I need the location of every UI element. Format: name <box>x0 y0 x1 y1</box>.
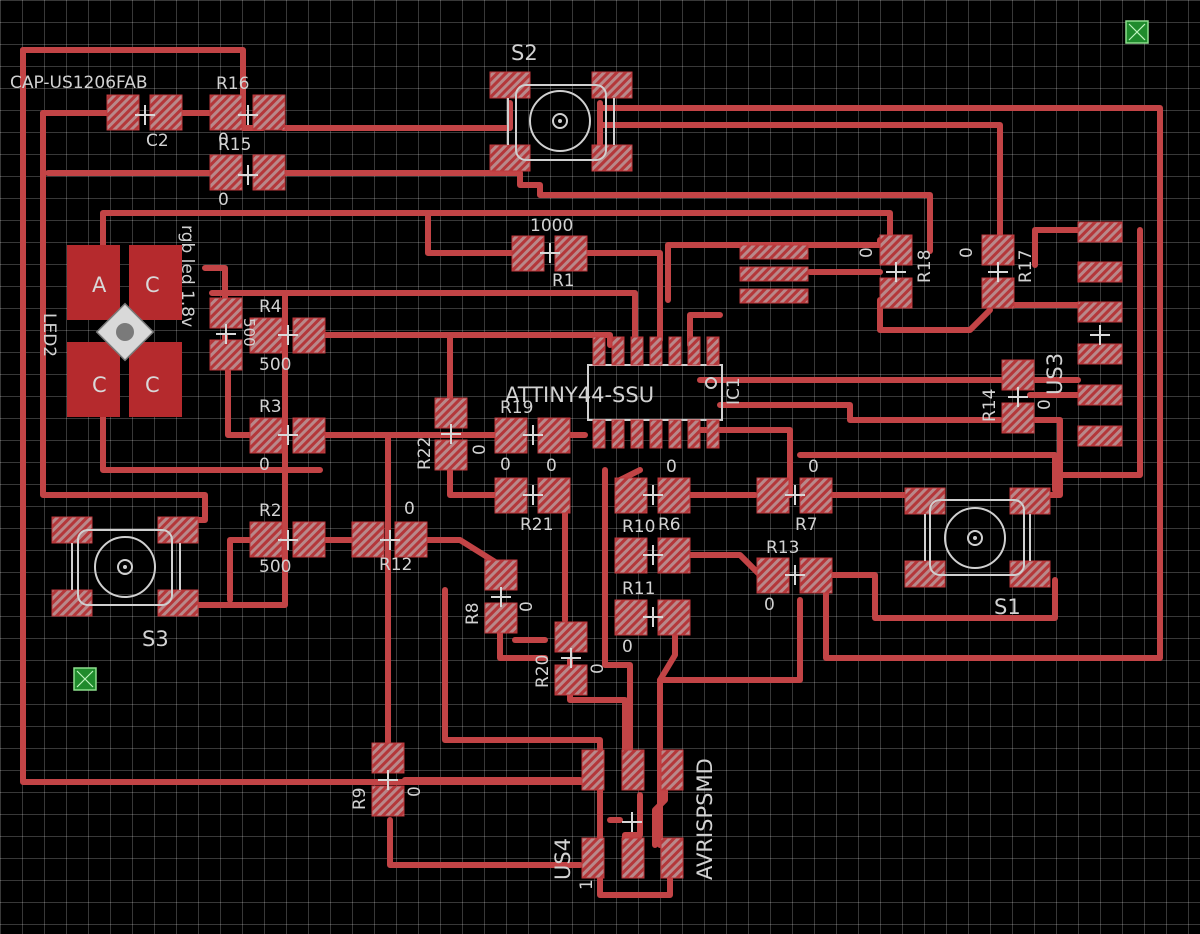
label-r22: R22 <box>415 437 435 470</box>
label-r19-value-a: 0 <box>500 455 511 475</box>
smd-pads <box>106 94 1123 879</box>
label-r3: R3 <box>259 397 282 417</box>
label-r6: R6 <box>658 515 681 535</box>
label-r1: R1 <box>552 271 575 291</box>
silkscreen-marks <box>135 105 1110 832</box>
via-markers <box>73 20 1149 691</box>
label-r20-value: 0 <box>588 663 608 674</box>
label-us3: US3 <box>1043 353 1067 395</box>
label-r19-value-b: 0 <box>546 456 557 476</box>
label-r9-value: 0 <box>405 786 425 797</box>
label-r20: R20 <box>533 655 553 688</box>
led2-rgb <box>67 245 182 417</box>
label-r6-value: 0 <box>666 457 677 477</box>
label-r7: R7 <box>795 515 818 535</box>
label-r16: R16 <box>216 74 249 94</box>
label-r8: R8 <box>463 602 483 625</box>
label-led-name: rgb led 1.8v <box>177 225 197 327</box>
label-s2: S2 <box>511 41 538 65</box>
label-us4: US4 <box>551 838 575 880</box>
label-ic-name: ATTINY44-SSU <box>505 383 654 407</box>
label-r9: R9 <box>350 787 370 810</box>
label-us4-value: 1 <box>577 879 597 890</box>
label-r12-value: 0 <box>404 499 415 519</box>
label-r17-value: 0 <box>957 247 977 258</box>
label-r18: R18 <box>915 250 935 283</box>
label-s1: S1 <box>994 595 1021 619</box>
label-led-pin-c1: C <box>145 273 160 297</box>
label-r15-value: 0 <box>218 190 229 210</box>
silkscreen-labels: CAP-US1206FAB C2 R16 0 R15 0 S2 1000 R1 … <box>10 41 1067 890</box>
label-cap-package: CAP-US1206FAB <box>10 73 148 93</box>
ic1-attiny44 <box>587 336 723 449</box>
label-led2: LED2 <box>39 313 59 357</box>
label-r11: R11 <box>622 579 655 599</box>
label-led-pin-c3: C <box>145 373 160 397</box>
label-r13: R13 <box>766 538 799 558</box>
switch-s3 <box>51 516 199 617</box>
label-led-pin-c2: C <box>92 373 107 397</box>
label-r18-value: 0 <box>857 247 877 258</box>
label-s3: S3 <box>142 627 169 651</box>
label-r16-value: 0 <box>218 130 229 150</box>
label-r22-value: 0 <box>470 444 490 455</box>
label-r15: R15 <box>218 135 251 155</box>
label-avrispsmd: AVRISPSMD <box>693 758 717 880</box>
label-c2: C2 <box>146 131 169 151</box>
label-r2: R2 <box>259 501 282 521</box>
label-r4: R4 <box>259 297 282 317</box>
label-r17: R17 <box>1016 250 1036 283</box>
switch-s2 <box>489 71 633 172</box>
label-r5-value: 500 <box>240 318 258 347</box>
label-r13-value: 0 <box>764 595 775 615</box>
label-r12: R12 <box>379 555 412 575</box>
switch-s1 <box>904 487 1051 588</box>
label-r10: R10 <box>622 517 655 537</box>
label-r21: R21 <box>520 515 553 535</box>
label-ic1: IC1 <box>724 377 744 405</box>
label-r14: R14 <box>980 389 1000 422</box>
label-r3-value: 0 <box>259 455 270 475</box>
label-r7-value: 0 <box>808 457 819 477</box>
label-r4-value: 500 <box>259 355 291 375</box>
label-r11-value: 0 <box>622 637 633 657</box>
label-r19: R19 <box>500 398 533 418</box>
label-r14-value: 0 <box>1035 399 1055 410</box>
label-r1-value: 1000 <box>530 216 573 236</box>
label-r8-value: 0 <box>517 601 537 612</box>
label-r2-value: 500 <box>259 557 291 577</box>
label-led-pin-a: A <box>92 273 107 297</box>
